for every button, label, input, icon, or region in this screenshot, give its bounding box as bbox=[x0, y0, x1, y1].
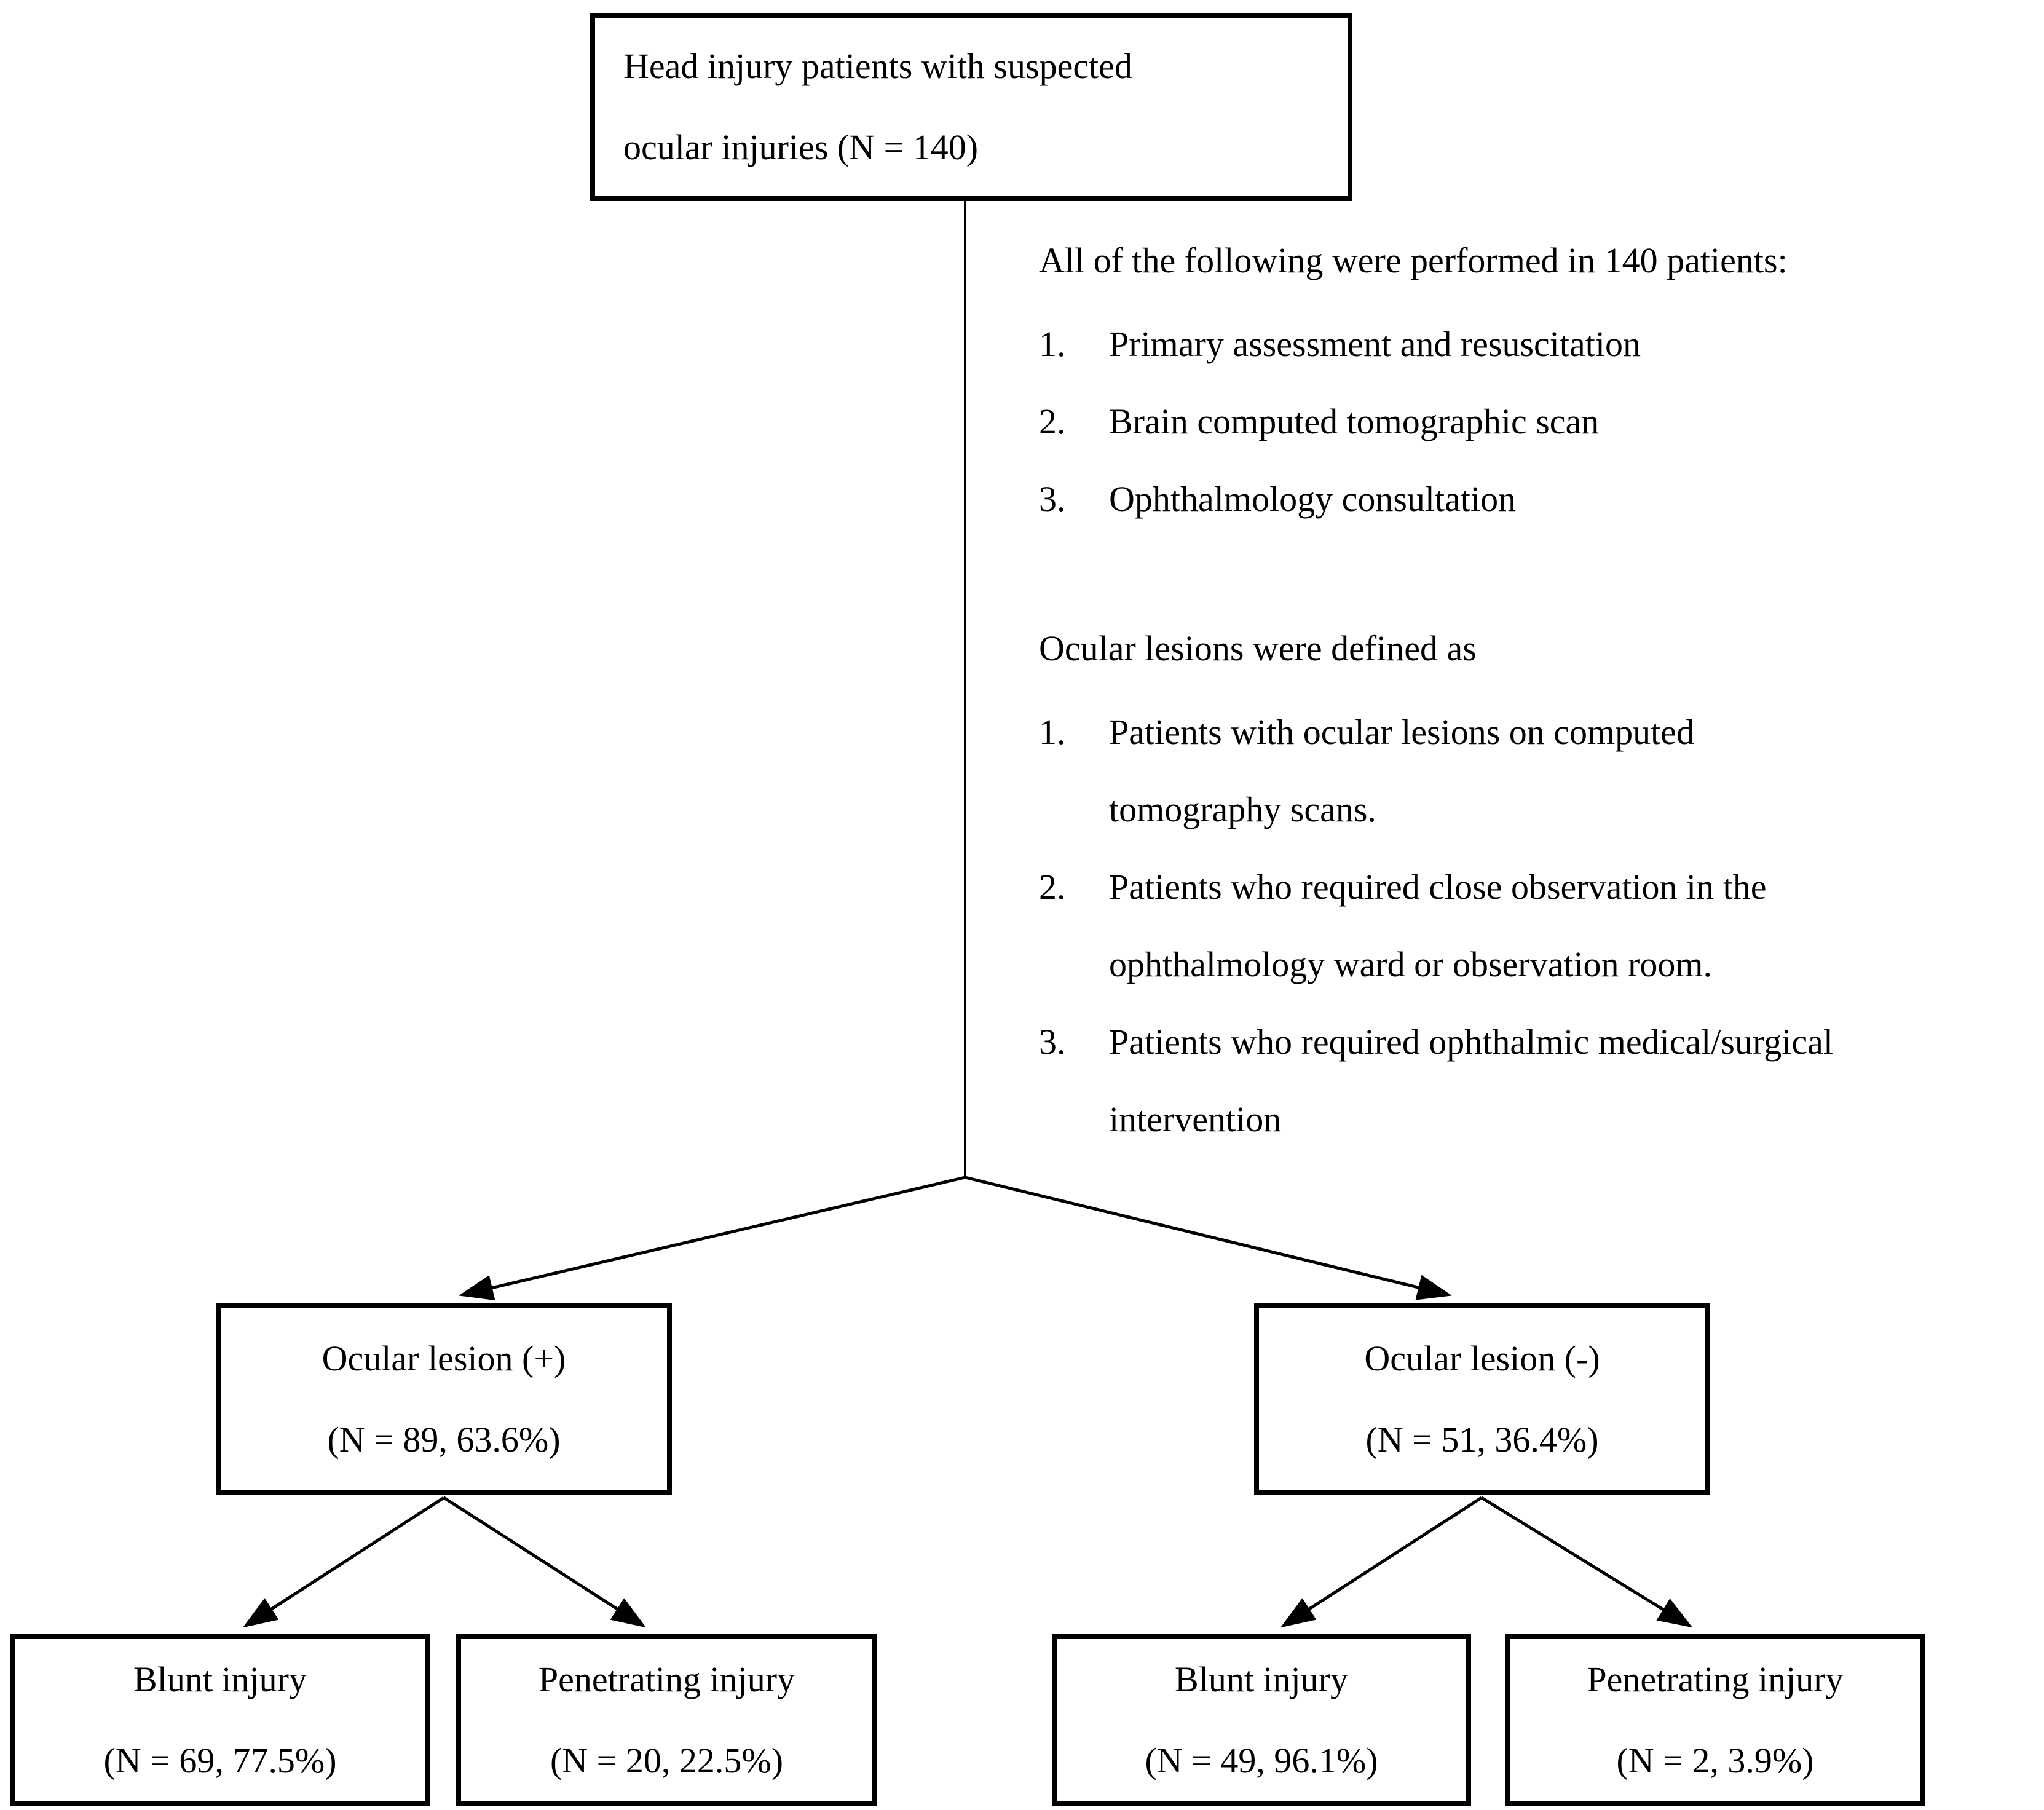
connector-root-to-negative bbox=[965, 1176, 1452, 1300]
positive-blunt-injury-count: (N = 69, 77.5%) bbox=[103, 1740, 337, 1780]
definitions-item-2-marker: 2. bbox=[1039, 867, 1066, 907]
connector-root-to-positive bbox=[459, 1176, 966, 1301]
negative-penetrating-injury-label: Penetrating injury bbox=[1587, 1659, 1844, 1699]
definitions-item-3-marker: 3. bbox=[1039, 1022, 1066, 1062]
ocular-lesion-negative-count: (N = 51, 36.4%) bbox=[1365, 1420, 1599, 1460]
negative-penetrating-injury-box: Penetrating injury (N = 2, 3.9%) bbox=[1505, 1634, 1925, 1806]
positive-penetrating-injury-label: Penetrating injury bbox=[538, 1659, 795, 1699]
definitions-item-1-marker: 1. bbox=[1039, 712, 1066, 752]
positive-blunt-injury-box: Blunt injury (N = 69, 77.5%) bbox=[10, 1634, 430, 1806]
definitions-item-1: 1. Patients with ocular lesions on compu… bbox=[1039, 694, 2035, 848]
procedures-item-2: 2. Brain computed tomographic scan bbox=[1039, 383, 2035, 460]
ocular-lesion-negative-box: Ocular lesion (-) (N = 51, 36.4%) bbox=[1254, 1303, 1710, 1495]
procedures-item-3-marker: 3. bbox=[1039, 479, 1066, 519]
procedures-item-1-text: Primary assessment and resuscitation bbox=[1109, 324, 1641, 364]
procedures-item-2-marker: 2. bbox=[1039, 401, 1066, 441]
definitions-item-2-line2: ophthalmology ward or observation room. bbox=[1109, 944, 1712, 984]
annotation-note: All of the following were performed in 1… bbox=[1039, 222, 2035, 1158]
connector-negative-to-blunt bbox=[1280, 1496, 1483, 1628]
definitions-item-3: 3. Patients who required ophthalmic medi… bbox=[1039, 1003, 2035, 1158]
note-spacer bbox=[1039, 538, 2035, 610]
definitions-item-2-text: Patients who required close observation … bbox=[1109, 848, 2035, 1003]
connector-positive-to-blunt bbox=[242, 1496, 445, 1628]
definitions-item-2: 2. Patients who required close observati… bbox=[1039, 848, 2035, 1003]
definitions-item-1-text: Patients with ocular lesions on computed… bbox=[1109, 694, 2035, 848]
negative-penetrating-injury-count: (N = 2, 3.9%) bbox=[1616, 1740, 1814, 1780]
definitions-item-3-text: Patients who required ophthalmic medical… bbox=[1109, 1003, 2035, 1158]
positive-penetrating-injury-count: (N = 20, 22.5%) bbox=[550, 1740, 784, 1780]
positive-penetrating-injury-box: Penetrating injury (N = 20, 22.5%) bbox=[456, 1634, 877, 1806]
positive-blunt-injury-label: Blunt injury bbox=[133, 1659, 307, 1699]
definitions-item-2-line1: Patients who required close observation … bbox=[1109, 867, 1767, 907]
definitions-list: 1. Patients with ocular lesions on compu… bbox=[1039, 694, 2035, 1158]
definitions-intro: Ocular lesions were defined as bbox=[1039, 628, 1477, 668]
root-box-line1: Head injury patients with suspected bbox=[623, 46, 1132, 86]
connector-negative-to-penetrating bbox=[1480, 1496, 1693, 1628]
procedures-item-3: 3. Ophthalmology consultation bbox=[1039, 460, 2035, 538]
ocular-lesion-negative-label: Ocular lesion (-) bbox=[1364, 1338, 1600, 1378]
negative-blunt-injury-label: Blunt injury bbox=[1175, 1659, 1348, 1699]
procedures-intro: All of the following were performed in 1… bbox=[1039, 240, 1788, 280]
definitions-item-1-line1: Patients with ocular lesions on computed bbox=[1109, 712, 1695, 752]
root-box: Head injury patients with suspected ocul… bbox=[590, 13, 1352, 201]
ocular-lesion-positive-box: Ocular lesion (+) (N = 89, 63.6%) bbox=[216, 1303, 672, 1495]
ocular-lesion-positive-label: Ocular lesion (+) bbox=[322, 1338, 566, 1378]
definitions-item-1-line2: tomography scans. bbox=[1109, 789, 1376, 829]
connector-positive-to-penetrating bbox=[443, 1496, 647, 1628]
definitions-item-3-line2: intervention bbox=[1109, 1099, 1282, 1139]
procedures-item-1-marker: 1. bbox=[1039, 324, 1066, 364]
root-box-line2: ocular injuries (N = 140) bbox=[623, 127, 979, 167]
procedures-item-1: 1. Primary assessment and resuscitation bbox=[1039, 306, 2035, 383]
negative-blunt-injury-count: (N = 49, 96.1%) bbox=[1145, 1740, 1378, 1780]
ocular-lesion-positive-count: (N = 89, 63.6%) bbox=[327, 1420, 561, 1460]
negative-blunt-injury-box: Blunt injury (N = 49, 96.1%) bbox=[1052, 1634, 1471, 1806]
procedures-list: 1. Primary assessment and resuscitation … bbox=[1039, 306, 2035, 538]
procedures-item-2-text: Brain computed tomographic scan bbox=[1109, 401, 1600, 441]
procedures-item-3-text: Ophthalmology consultation bbox=[1109, 479, 1517, 519]
definitions-item-3-line1: Patients who required ophthalmic medical… bbox=[1109, 1022, 1833, 1062]
